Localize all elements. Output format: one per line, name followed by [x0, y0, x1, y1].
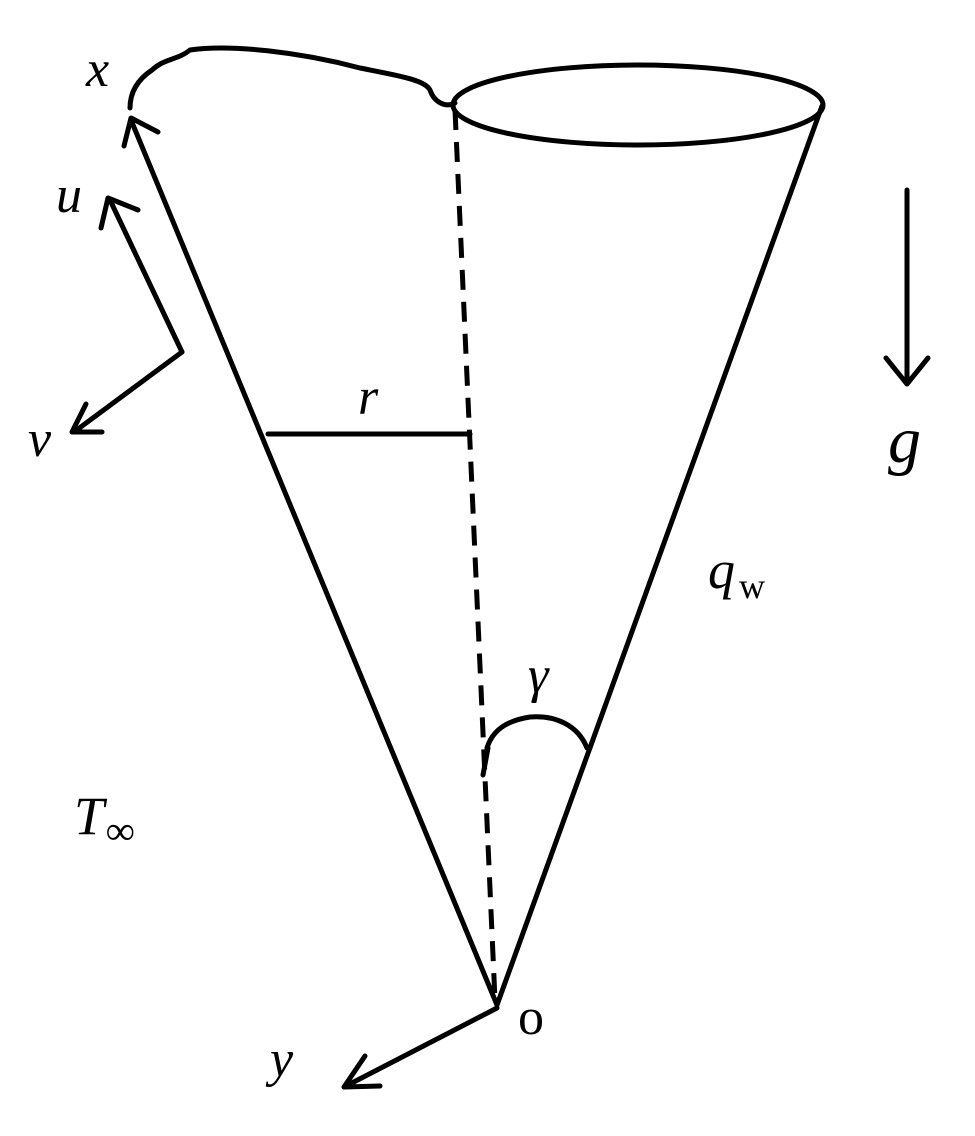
radius-label: r: [358, 369, 379, 426]
half-angle-label: γ: [528, 647, 550, 704]
wall-flux-symbol: q: [708, 540, 735, 600]
u-axis-arrowhead: [98, 195, 141, 231]
v-axis-label: v: [28, 411, 52, 468]
gravity-arrowhead: [883, 355, 931, 387]
x-axis-generatrix: [128, 117, 500, 1008]
x-curve: [127, 45, 458, 111]
cone-right-generatrix: [494, 103, 825, 1008]
v-axis-arrowhead: [69, 401, 105, 435]
x-axis-arrowhead: [121, 115, 161, 149]
u-axis-line: [107, 197, 185, 355]
u-axis-label: u: [56, 167, 82, 224]
y-axis-label: y: [265, 1031, 294, 1088]
wall-flux-subscript: w: [739, 566, 765, 606]
gamma-arc: [484, 714, 590, 751]
ambient-temp-symbol: T: [74, 786, 108, 846]
gamma-arc-arrowhead: [480, 745, 491, 778]
x-axis-label: x: [85, 41, 109, 98]
y-axis-line: [343, 1005, 500, 1089]
y-axis-arrowhead: [341, 1053, 383, 1090]
ambient-temp-subscript: ∞: [106, 808, 135, 853]
gravity-label: g: [888, 404, 921, 477]
cone-axis-dashed: [452, 109, 498, 1001]
origin-label: o: [518, 989, 544, 1046]
wall-flux-label: q: [708, 540, 735, 600]
cone-top-ellipse: [450, 62, 826, 148]
v-axis-line: [71, 349, 185, 435]
